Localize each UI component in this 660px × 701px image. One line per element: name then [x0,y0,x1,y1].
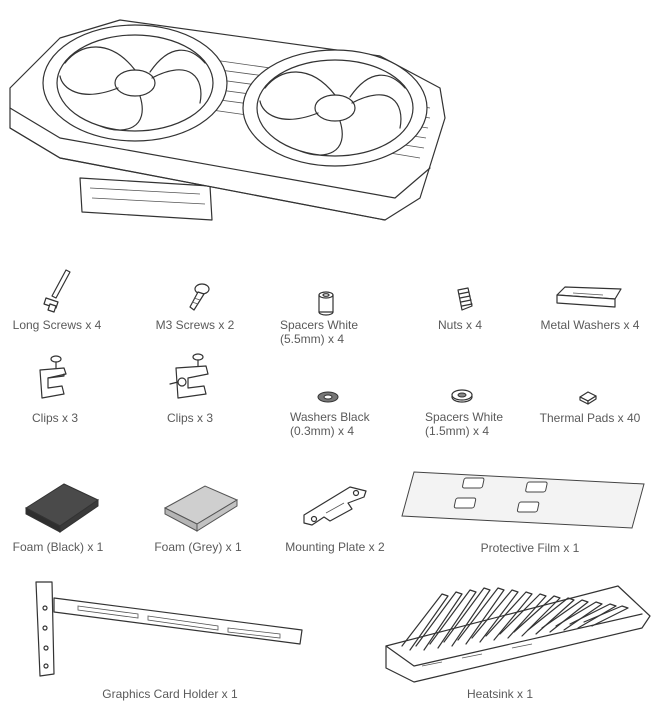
spacer-white-1-5mm-icon [450,389,474,403]
spacers-white-5-5mm-label-2: (5.5mm) x 4 [280,332,345,346]
metal-washer-icon [555,285,623,309]
mounting-plate-icon [300,481,370,531]
foam-grey-icon [163,484,239,534]
spacers-white-1-5mm-label-1: Spacers White [425,410,504,424]
protective-film-icon [400,470,646,530]
m3-screw-icon [182,282,212,312]
graphics-card-holder-label: Graphics Card Holder x 1 [102,687,238,701]
clip-a-icon [36,354,70,404]
washer-black-icon [316,390,340,404]
spacers-white-5-5mm-label-1: Spacers White [280,318,359,332]
spacers-white-1-5mm-label-2: (1.5mm) x 4 [425,424,490,438]
protective-film-label: Protective Film x 1 [480,541,580,555]
heatsink-icon [382,576,652,686]
m3-screws-label: M3 Screws x 2 [155,318,235,332]
metal-washers-label: Metal Washers x 4 [540,318,640,332]
clip-b-icon [168,352,214,404]
heatsink-label: Heatsink x 1 [466,687,534,701]
thermal-pads-label: Thermal Pads x 40 [539,411,641,425]
foam-black-icon [24,482,100,534]
graphics-card-holder-icon [18,578,304,678]
foam-black-label: Foam (Black) x 1 [12,540,104,554]
nut-icon [452,286,476,312]
clips-b-label: Clips x 3 [166,411,213,425]
mounting-plate-label: Mounting Plate x 2 [285,540,385,554]
spacer-white-5-5mm-icon [316,290,336,316]
long-screw-icon [38,268,78,314]
nuts-label: Nuts x 4 [437,318,482,332]
long-screws-label: Long Screws x 4 [12,318,102,332]
graphics-card-illustration [0,8,470,230]
thermal-pad-icon [578,390,598,406]
clips-a-label: Clips x 3 [31,411,78,425]
washers-black-label-2: (0.3mm) x 4 [290,424,355,438]
foam-grey-label: Foam (Grey) x 1 [154,540,242,554]
washers-black-label-1: Washers Black [290,410,370,424]
